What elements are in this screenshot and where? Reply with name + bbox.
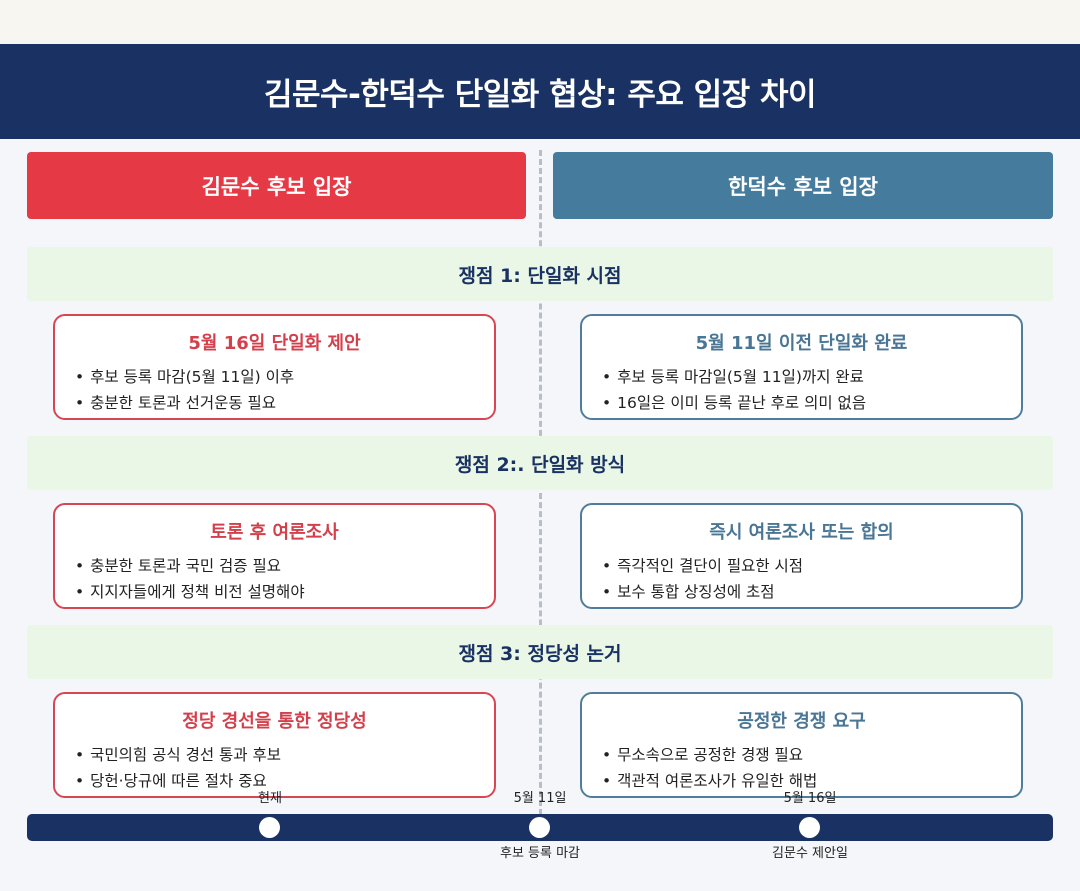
column-header-han: 한덕수 후보 입장: [553, 152, 1053, 219]
column-header-kim: 김문수 후보 입장: [27, 152, 526, 219]
card-title: 즉시 여론조사 또는 합의: [709, 522, 894, 543]
list-item: 보수 통합 상징성에 초점: [602, 579, 803, 605]
timeline-marker-may-16: [799, 817, 820, 838]
point-list: 국민의힘 공식 경선 통과 후보 당헌·당규에 따른 절차 중요: [75, 742, 281, 794]
card-title: 5월 11일 이전 단일화 완료: [695, 333, 908, 354]
issue-2-label: 쟁점 2:. 단일화 방식: [27, 436, 1053, 490]
timeline-marker-now: [259, 817, 280, 838]
point-list: 후보 등록 마감일(5월 11일)까지 완료 16일은 이미 등록 끝난 후로 …: [602, 364, 866, 416]
issue-1-kim-card: 5월 16일 단일화 제안 후보 등록 마감(5월 11일) 이후 충분한 토론…: [53, 314, 496, 420]
point-list: 충분한 토론과 국민 검증 필요 지지자들에게 정책 비전 설명해야: [75, 553, 305, 605]
list-item: 16일은 이미 등록 끝난 후로 의미 없음: [602, 390, 866, 416]
point-list: 후보 등록 마감(5월 11일) 이후 충분한 토론과 선거운동 필요: [75, 364, 294, 416]
list-item: 당헌·당규에 따른 절차 중요: [75, 768, 281, 794]
page-title: 김문수-한덕수 단일화 협상: 주요 입장 차이: [0, 44, 1080, 139]
timeline-label-may-16: 5월 16일: [783, 791, 837, 806]
timeline-marker-may-11: [529, 817, 550, 838]
timeline-label-now: 현재: [258, 791, 282, 806]
issue-2-han-card: 즉시 여론조사 또는 합의 즉각적인 결단이 필요한 시점 보수 통합 상징성에…: [580, 503, 1023, 609]
issue-1-han-card: 5월 11일 이전 단일화 완료 후보 등록 마감일(5월 11일)까지 완료 …: [580, 314, 1023, 420]
card-title: 정당 경선을 통한 정당성: [182, 711, 367, 732]
list-item: 무소속으로 공정한 경쟁 필요: [602, 742, 817, 768]
timeline-label-may-11: 5월 11일: [513, 791, 567, 806]
issue-1-label: 쟁점 1: 단일화 시점: [27, 247, 1053, 301]
list-item: 즉각적인 결단이 필요한 시점: [602, 553, 803, 579]
issue-3-kim-card: 정당 경선을 통한 정당성 국민의힘 공식 경선 통과 후보 당헌·당규에 따른…: [53, 692, 496, 798]
card-title: 공정한 경쟁 요구: [737, 711, 866, 732]
list-item: 충분한 토론과 국민 검증 필요: [75, 553, 305, 579]
card-title: 5월 16일 단일화 제안: [188, 333, 361, 354]
point-list: 즉각적인 결단이 필요한 시점 보수 통합 상징성에 초점: [602, 553, 803, 605]
timeline-caption-may-16: 김문수 제안일: [772, 846, 848, 861]
list-item: 후보 등록 마감일(5월 11일)까지 완료: [602, 364, 866, 390]
timeline-caption-may-11: 후보 등록 마감: [499, 846, 581, 861]
list-item: 객관적 여론조사가 유일한 해법: [602, 768, 817, 794]
list-item: 지지자들에게 정책 비전 설명해야: [75, 579, 304, 605]
issue-3-label: 쟁점 3: 정당성 논거: [27, 625, 1053, 679]
issue-2-kim-card: 토론 후 여론조사 충분한 토론과 국민 검증 필요 지지자들에게 정책 비전 …: [53, 503, 496, 609]
list-item: 후보 등록 마감(5월 11일) 이후: [75, 364, 294, 390]
list-item: 충분한 토론과 선거운동 필요: [75, 390, 294, 416]
issue-3-han-card: 공정한 경쟁 요구 무소속으로 공정한 경쟁 필요 객관적 여론조사가 유일한 …: [580, 692, 1023, 798]
point-list: 무소속으로 공정한 경쟁 필요 객관적 여론조사가 유일한 해법: [602, 742, 817, 794]
list-item: 국민의힘 공식 경선 통과 후보: [75, 742, 281, 768]
card-title: 토론 후 여론조사: [210, 522, 339, 543]
